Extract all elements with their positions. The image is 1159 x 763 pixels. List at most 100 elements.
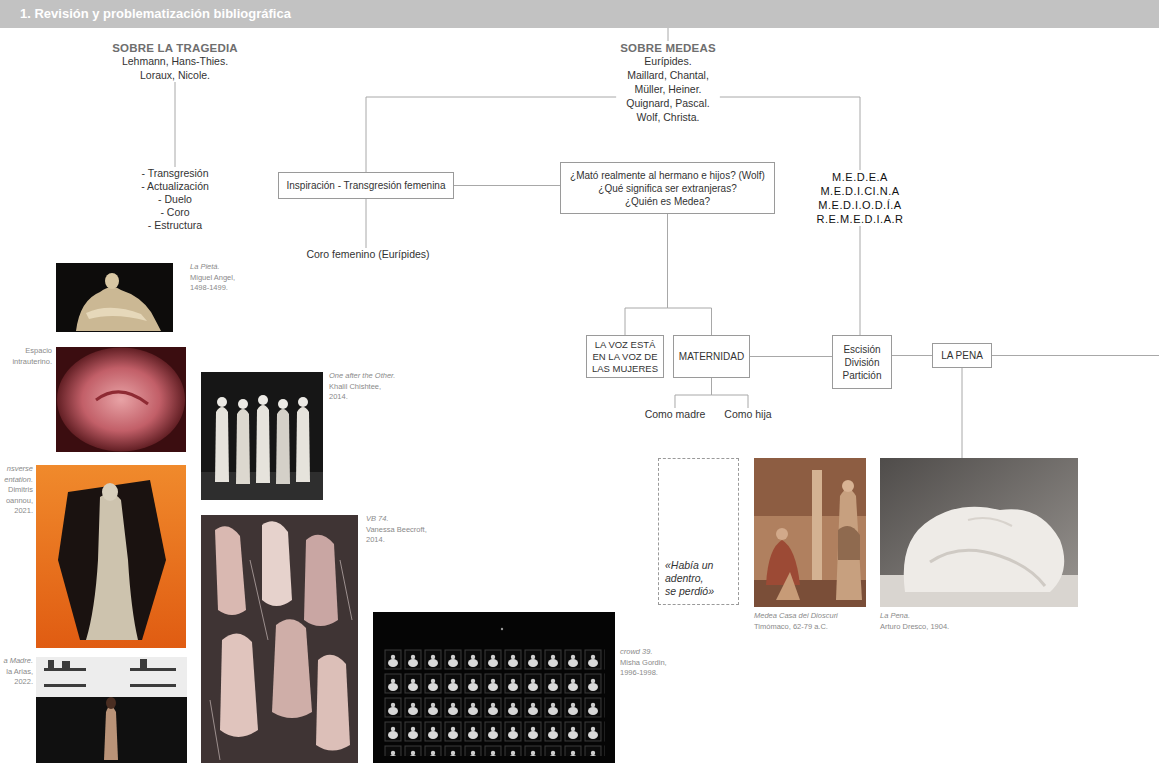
medea-fresco-photo: [812, 470, 822, 582]
heading-text: SOBRE LA TRAGEDIA: [112, 42, 238, 54]
node-text: ¿Mató realmente al hermano e hijos? (Wol…: [570, 169, 765, 208]
la-pena-photo: [880, 458, 1078, 607]
womb-photo: [96, 392, 148, 404]
medea-fresco-photo: [838, 526, 860, 560]
leader-line: [668, 28, 669, 41]
crowd39-photo: [373, 612, 615, 763]
medea-fresco-photo: [754, 458, 866, 607]
vb74-photo: [304, 535, 338, 626]
section-heading: SOBRE MEDEASEurípides. Maillard, Chantal…: [616, 42, 720, 124]
connector: [720, 97, 860, 170]
one-after-the-other-photo: [278, 399, 288, 409]
vb74-photo: [220, 633, 258, 737]
connector: [175, 82, 176, 167]
title-text: 1. Revisión y problematización bibliográ…: [0, 0, 1159, 28]
medea-fresco-photo: [842, 480, 854, 492]
caption-text: La Pietá.: [190, 262, 220, 273]
pieta-photo: [86, 308, 147, 321]
caption-text: Arturo Dresco, 1904.: [880, 622, 949, 633]
la-pena-photo: [880, 458, 1078, 607]
quote-box: «Había un adentro, se perdió»: [658, 458, 739, 605]
one-after-the-other-photo: [215, 407, 229, 482]
caption-text: One after the Other.: [329, 371, 395, 382]
medea-fresco-photo: [836, 489, 862, 600]
one-after-the-other-photo: [256, 405, 270, 483]
one-after-the-other-photo: [217, 397, 227, 407]
caption-text: Timómaco, 62-79 a.C.: [754, 622, 828, 633]
one-after-the-other-photo: [276, 409, 290, 484]
transverse-orientation-photo: [102, 483, 118, 501]
title-bar: 1. Revisión y problematización bibliográ…: [0, 0, 1159, 28]
womb-photo: [56, 347, 186, 452]
crowd39-photo: [501, 628, 503, 630]
la-madre-photo: [48, 660, 54, 668]
wordplay-text: M.E.D.E.A M.E.D.I.CI.N.A M.E.D.I.O.D.Í.A…: [813, 170, 908, 226]
connector: [454, 185, 560, 186]
caption-text: Miguel Angel, 1498-1499.: [190, 273, 235, 294]
la-madre-photo: [104, 706, 118, 760]
transverse-orientation-photo: [36, 465, 186, 648]
process-box: LA PENA: [932, 343, 992, 368]
one-after-the-other-photo: [201, 372, 323, 500]
vb74-photo: [201, 515, 358, 763]
node-text: Coro femenino (Eurípides): [306, 248, 429, 261]
process-box: Inspiración - Transgresión femenina: [278, 172, 454, 199]
womb-photo: [56, 347, 186, 452]
node-text: Eurípides. Maillard, Chantal, Müller, He…: [620, 54, 716, 124]
caption-text: VB 74.: [366, 514, 389, 525]
crowd39-photo: [373, 612, 615, 763]
heading-text: SOBRE MEDEAS: [620, 42, 716, 54]
vb74-photo: [201, 515, 358, 763]
medea-fresco-photo: [766, 540, 800, 585]
la-madre-photo: [140, 659, 147, 668]
la-madre-photo: [44, 668, 86, 671]
vb74-photo: [272, 619, 312, 718]
connector: [366, 199, 367, 248]
branch-text: Como madre: [641, 408, 710, 421]
process-box: MATERNIDAD: [673, 335, 750, 378]
connector: [892, 355, 932, 356]
vb74-photo: [262, 521, 292, 606]
topic-list: - Transgresión - Actualización - Duelo -…: [137, 167, 213, 232]
caption-text: Medea Casa dei Dioscuri: [754, 611, 838, 622]
connector: [712, 378, 749, 408]
node-text: - Transgresión - Actualización - Duelo -…: [141, 167, 209, 232]
pieta-photo: [56, 263, 173, 332]
node-text: M.E.D.E.A M.E.D.I.CI.N.A M.E.D.I.O.D.Í.A…: [817, 170, 904, 226]
pieta-photo: [56, 263, 173, 332]
one-after-the-other-photo: [258, 395, 268, 405]
one-after-the-other-photo: [236, 409, 250, 484]
connector: [366, 97, 616, 172]
section-heading: SOBRE LA TRAGEDIALehmann, Hans-Thies. Lo…: [108, 42, 242, 82]
womb-photo: [57, 348, 185, 452]
vb74-photo: [316, 655, 350, 751]
caption-text: crowd 39.: [620, 647, 653, 658]
connector: [625, 214, 668, 335]
leader-line: [962, 368, 963, 458]
node-text: Lehmann, Hans-Thies. Loraux, Nicole.: [112, 54, 238, 82]
connector: [860, 226, 861, 335]
caption-text: Espacio intrauterino.: [12, 346, 52, 367]
one-after-the-other-photo: [201, 372, 323, 500]
la-pena-photo: [904, 507, 1064, 592]
note-text: Coro femenino (Eurípides): [302, 248, 433, 261]
la-madre-photo: [44, 684, 86, 687]
transverse-orientation-photo: [86, 493, 138, 640]
node-text: Escisión División Partición: [843, 343, 882, 382]
caption-text: Vanessa Beecroft, 2014.: [366, 525, 427, 546]
medea-fresco-photo: [776, 528, 788, 540]
one-after-the-other-photo: [298, 397, 308, 407]
transverse-orientation-photo: [36, 465, 186, 648]
la-madre-photo: [130, 668, 176, 671]
process-box: Escisión División Partición: [832, 335, 892, 389]
caption-text: La Pena.: [880, 611, 910, 622]
la-madre-photo: [106, 697, 116, 709]
medea-fresco-photo: [776, 572, 800, 600]
node-text: Inspiración - Transgresión femenina: [287, 179, 446, 192]
process-box: LA VOZ ESTÁ EN LA VOZ DE LAS MUJERES: [586, 335, 664, 378]
la-pena-photo: [930, 550, 1045, 586]
la-madre-photo: [36, 657, 187, 763]
caption-text: Misha Gordin, 1996-1998.: [620, 658, 667, 679]
